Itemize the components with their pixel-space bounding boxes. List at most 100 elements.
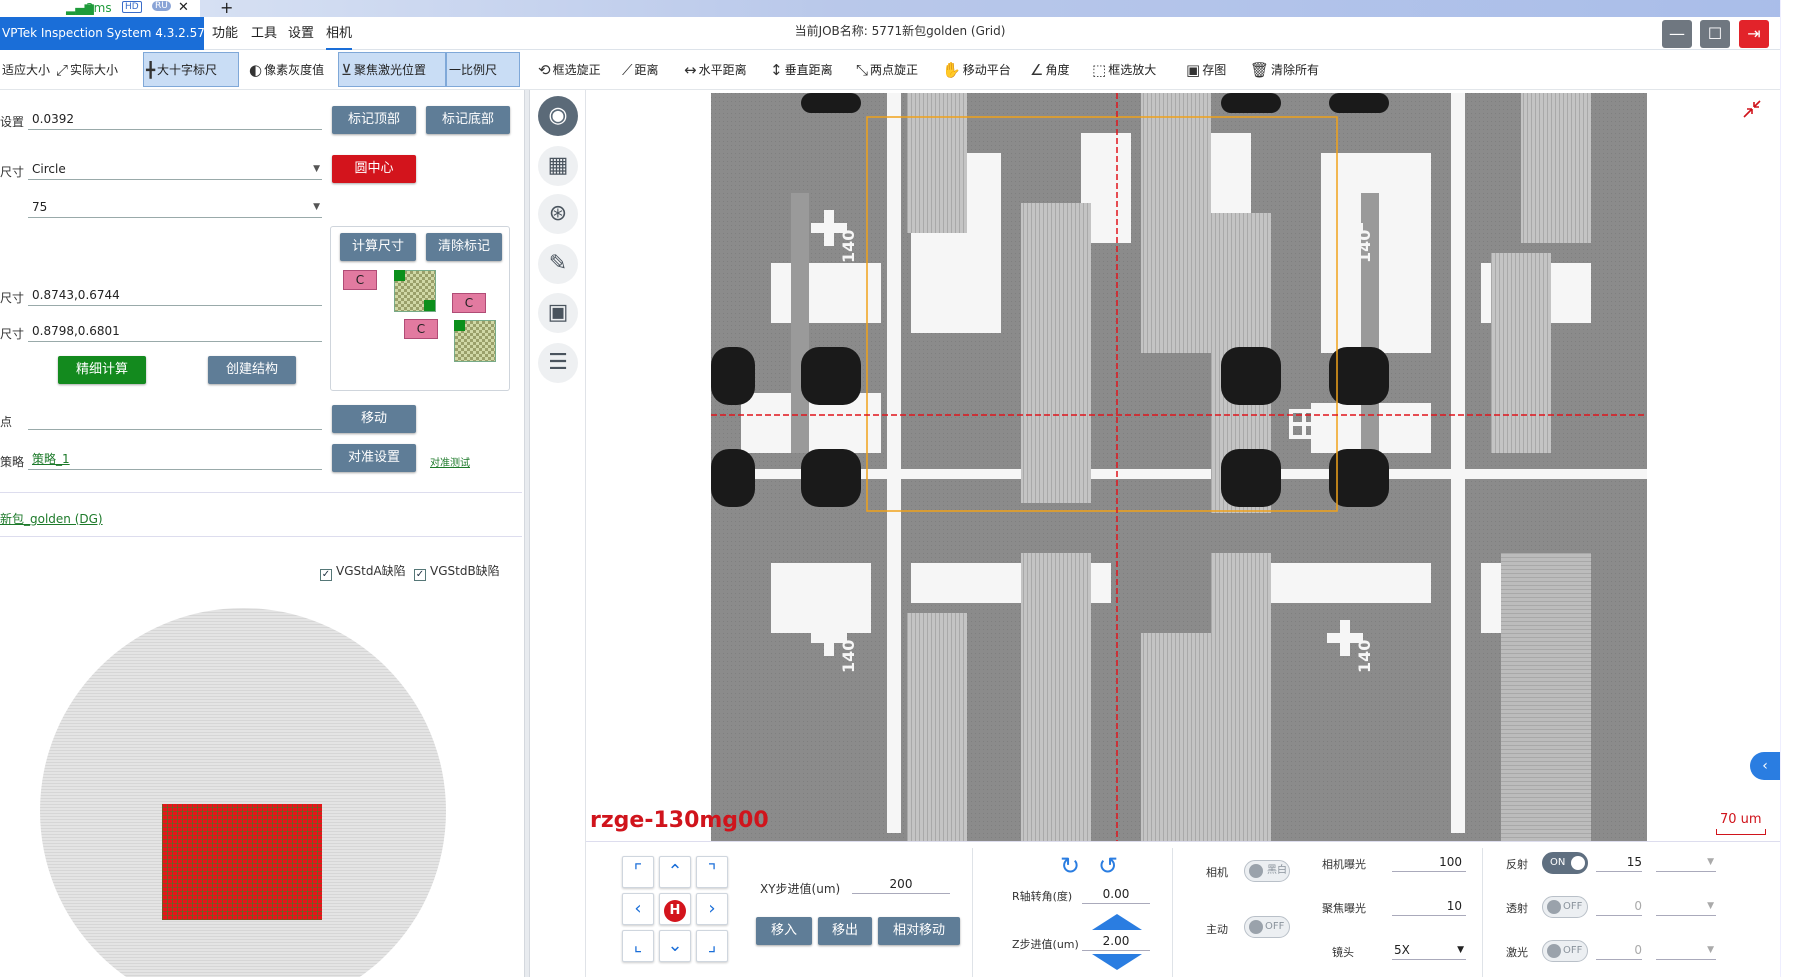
tool-zoom-box[interactable]: ⬚框选放大 — [1090, 52, 1164, 87]
calc-size-button[interactable]: 计算尺寸 — [340, 233, 416, 261]
menu-settings[interactable]: 设置 — [288, 26, 315, 41]
exit-button[interactable]: ⇥ — [1739, 20, 1769, 48]
menu-camera[interactable]: 相机 — [326, 17, 353, 50]
jog-down[interactable]: ⌄ — [659, 930, 691, 962]
laser-value[interactable]: 0 — [1596, 940, 1642, 960]
jog-up-left[interactable]: ⌜ — [622, 856, 654, 888]
view-tools — [530, 90, 586, 977]
transmit-value[interactable]: 0 — [1596, 896, 1642, 916]
transmit-toggle[interactable]: OFF — [1542, 896, 1588, 918]
point-field[interactable] — [28, 408, 322, 430]
rotate-cw-icon[interactable]: ↺ — [1098, 852, 1119, 880]
checklist-icon[interactable]: ☰ — [538, 343, 578, 383]
jog-down-right[interactable]: ⌟ — [696, 930, 728, 962]
camera-icon[interactable]: ◉ — [538, 96, 578, 136]
collapse-icon[interactable] — [1740, 97, 1764, 121]
transmit-select[interactable]: ▼ — [1656, 896, 1716, 916]
mark-bottom-button[interactable]: 标记底部 — [426, 106, 510, 134]
tool-scale-bar[interactable]: 一比例尺 — [446, 52, 520, 87]
laser-select[interactable]: ▼ — [1656, 940, 1716, 960]
strategy-field[interactable]: 策略_1 — [28, 448, 322, 470]
tab-close-icon[interactable]: ✕ — [178, 0, 189, 15]
focus-exposure-input[interactable]: 10 — [1392, 896, 1466, 916]
xy-step-input[interactable]: 200 — [852, 874, 950, 894]
fine-calc-button[interactable]: 精细计算 — [58, 356, 146, 384]
tool-label: 距离 — [634, 63, 659, 77]
home-button[interactable]: H — [659, 893, 691, 925]
reflect-select[interactable]: ▼ — [1656, 852, 1716, 872]
menu-function[interactable]: 功能 — [212, 26, 239, 41]
size-select[interactable]: 75▼ — [28, 196, 322, 218]
wafer-grid-icon[interactable]: ⊛ — [538, 194, 578, 234]
size-b-field[interactable]: 0.8798,0.6801 — [28, 320, 322, 342]
circle-center-button[interactable]: 圆中心 — [332, 155, 416, 183]
camera-mode-toggle[interactable]: 黑白 — [1244, 860, 1290, 882]
z-down-icon[interactable] — [1092, 954, 1142, 970]
align-test-link[interactable]: 对准测试 — [430, 458, 470, 469]
menu-tools[interactable]: 工具 — [251, 26, 278, 41]
camera-exposure-input[interactable]: 100 — [1392, 852, 1466, 872]
tool-move-stage[interactable]: ✋移动平台 — [940, 52, 1016, 87]
active-toggle[interactable]: OFF — [1244, 916, 1290, 938]
create-structure-button[interactable]: 创建结构 — [208, 356, 296, 384]
tool-distance[interactable]: ⟋距离 — [620, 52, 672, 87]
checkbox-label: VGStdA缺陷 — [336, 564, 406, 578]
clear-mark-button[interactable]: 清除标记 — [426, 233, 502, 261]
tool-clear-all[interactable]: 🗑清除所有 — [1248, 52, 1319, 87]
jog-up-right[interactable]: ⌝ — [696, 856, 728, 888]
tool-focus-laser[interactable]: ⊻聚焦激光位置 — [338, 52, 446, 87]
reflect-toggle[interactable]: ON — [1542, 852, 1588, 874]
move-out-button[interactable]: 移出 — [818, 917, 872, 945]
mark-top-button[interactable]: 标记顶部 — [332, 106, 416, 134]
image-icon[interactable]: ▣ — [538, 293, 578, 333]
z-step-input[interactable]: 2.00 — [1082, 931, 1150, 951]
threshold-field[interactable]: 0.0392 — [28, 108, 322, 130]
roi-box[interactable] — [866, 116, 1338, 512]
rotate-ccw-icon[interactable]: ↻ — [1060, 852, 1081, 880]
shape-select[interactable]: Circle▼ — [28, 158, 322, 180]
tool-big-cross[interactable]: ╋大十字标尺 — [143, 52, 239, 87]
vgstda-checkbox[interactable]: ✓VGStdA缺陷 — [320, 562, 406, 581]
tool-save-image[interactable]: ▣存图 — [1184, 52, 1234, 87]
jog-left[interactable]: ‹ — [622, 893, 654, 925]
checkbox-label: VGStdB缺陷 — [430, 564, 500, 578]
tool-label: 适应大小 — [2, 63, 51, 77]
job-link[interactable]: 新包_golden (DG) — [0, 512, 103, 526]
jog-up[interactable]: ⌃ — [659, 856, 691, 888]
grid-icon[interactable]: ▦ — [538, 146, 578, 186]
reflect-value[interactable]: 15 — [1596, 852, 1642, 872]
laser-toggle[interactable]: OFF — [1542, 940, 1588, 962]
measure-tool-icon[interactable]: ✎ — [538, 244, 578, 284]
two-point-icon: ⤡ — [856, 60, 869, 79]
new-tab-button[interactable]: + — [220, 0, 234, 17]
maximize-button[interactable]: ☐ — [1700, 20, 1730, 48]
tool-box-rotate[interactable]: ⟲框选旋正 — [536, 52, 608, 87]
jog-right[interactable]: › — [696, 893, 728, 925]
move-button[interactable]: 移动 — [332, 405, 416, 433]
v-distance-icon: ↕ — [770, 60, 783, 79]
chevron-left-icon[interactable]: ‹ — [1750, 752, 1780, 780]
align-settings-button[interactable]: 对准设置 — [332, 444, 416, 472]
job-title: 当前JOB名称: 5771新包golden (Grid) — [794, 24, 1006, 38]
tool-actual-size[interactable]: ⤢实际大小 — [54, 52, 138, 87]
relative-move-button[interactable]: 相对移动 — [878, 917, 960, 945]
tool-angle[interactable]: ∠角度 — [1028, 52, 1078, 87]
inspection-image[interactable]: 140 140 140 140 — [711, 93, 1647, 841]
tool-label: 框选旋正 — [552, 63, 601, 77]
jog-down-left[interactable]: ⌞ — [622, 930, 654, 962]
inspected-die-region[interactable] — [162, 804, 322, 920]
tool-pixel-gray[interactable]: ◐像素灰度值 — [247, 52, 339, 87]
vgstdb-checkbox[interactable]: ✓VGStdB缺陷 — [414, 562, 500, 581]
r-angle-input[interactable]: 0.00 — [1082, 884, 1150, 904]
minimize-button[interactable]: — — [1662, 20, 1692, 48]
z-up-icon[interactable] — [1092, 914, 1142, 930]
tool-h-distance[interactable]: ↔水平距离 — [682, 52, 758, 87]
tool-two-point[interactable]: ⤡两点旋正 — [854, 52, 930, 87]
lens-select[interactable]: 5X▼ — [1392, 940, 1466, 960]
move-in-button[interactable]: 移入 — [756, 917, 812, 945]
tool-v-distance[interactable]: ↕垂直距离 — [768, 52, 842, 87]
panel-splitter[interactable] — [524, 90, 530, 977]
size-a-field[interactable]: 0.8743,0.6744 — [28, 284, 322, 306]
size-value: 75 — [32, 200, 48, 214]
tool-fit-size[interactable]: 适应大小 — [0, 52, 50, 87]
